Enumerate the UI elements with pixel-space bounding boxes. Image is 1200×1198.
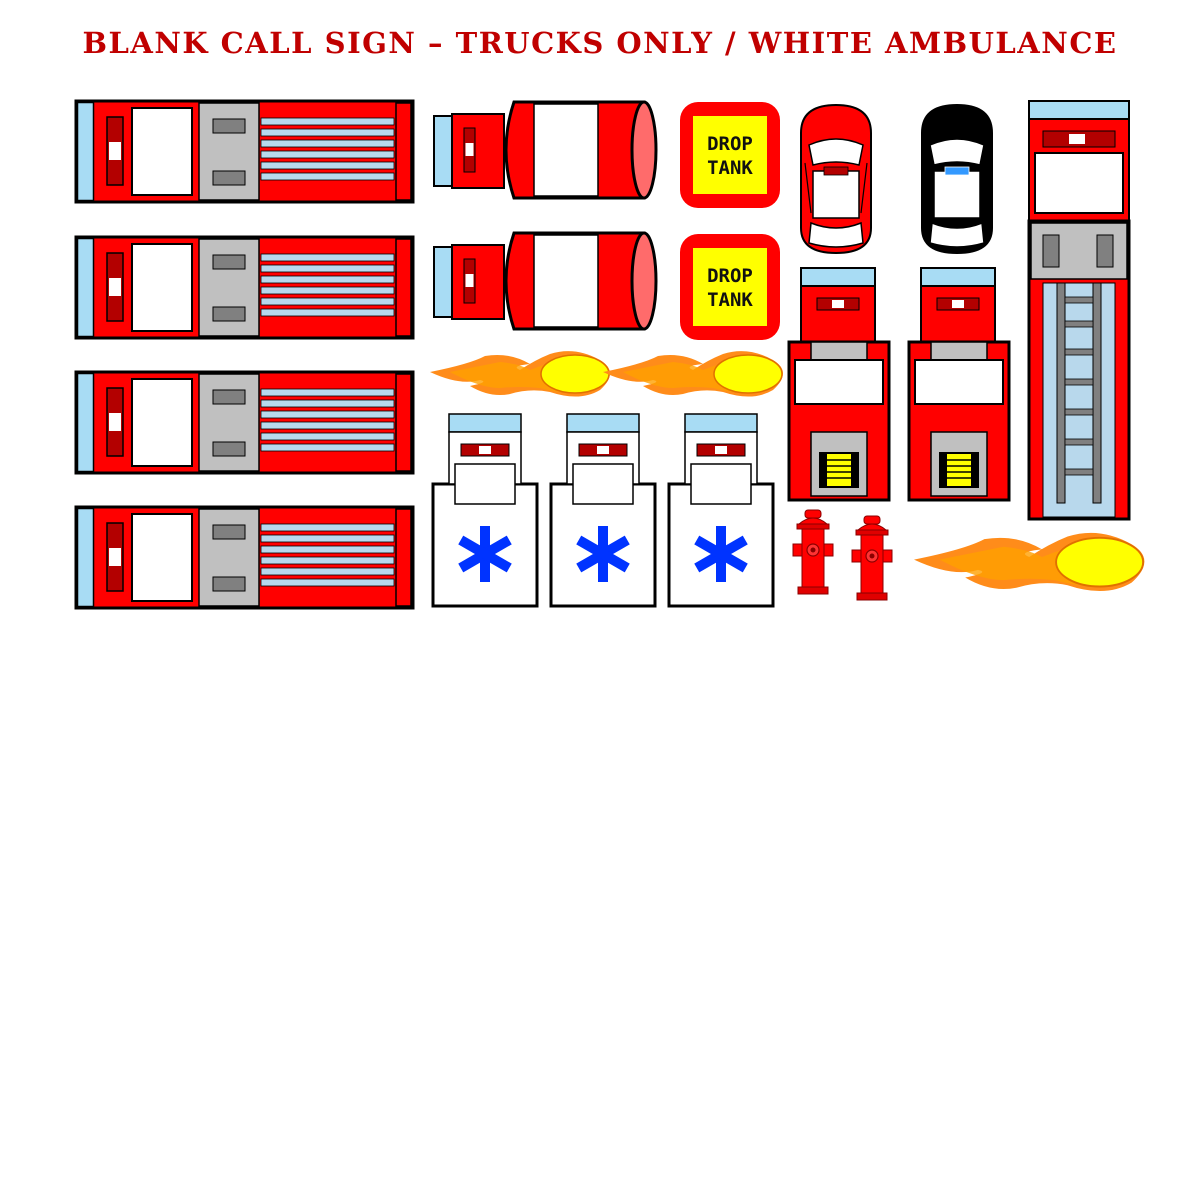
drop-tank-sign: DROP TANK — [680, 234, 780, 340]
drop-tank-line2: TANK — [707, 289, 753, 311]
ambulance-sticker — [549, 412, 657, 608]
engine-sticker — [74, 505, 415, 610]
police-car-black — [921, 104, 993, 254]
engine-sticker — [74, 370, 415, 475]
drop-tank-line1: DROP — [707, 133, 753, 155]
rescue-truck-sticker — [787, 266, 891, 502]
engine-sticker — [74, 99, 415, 204]
ambulance-sticker — [667, 412, 775, 608]
drop-tank-line2: TANK — [707, 157, 753, 179]
drop-tank-sign: DROP TANK — [680, 102, 780, 208]
chief-car-red — [800, 104, 872, 254]
flame-sticker — [602, 350, 784, 398]
fire-hydrant-sticker — [851, 515, 893, 601]
sheet-title: BLANK CALL SIGN – TRUCKS ONLY / WHITE AM… — [82, 26, 1118, 60]
ladder-truck-sticker — [1027, 100, 1131, 521]
tanker-sticker — [432, 231, 658, 331]
rescue-truck-sticker — [907, 266, 1011, 502]
drop-tank-line1: DROP — [707, 265, 753, 287]
tanker-sticker — [432, 100, 658, 200]
fire-hydrant-sticker — [792, 509, 834, 595]
engine-sticker — [74, 235, 415, 340]
flame-sticker — [429, 350, 611, 398]
flame-sticker-large — [913, 531, 1146, 592]
ambulance-sticker — [431, 412, 539, 608]
